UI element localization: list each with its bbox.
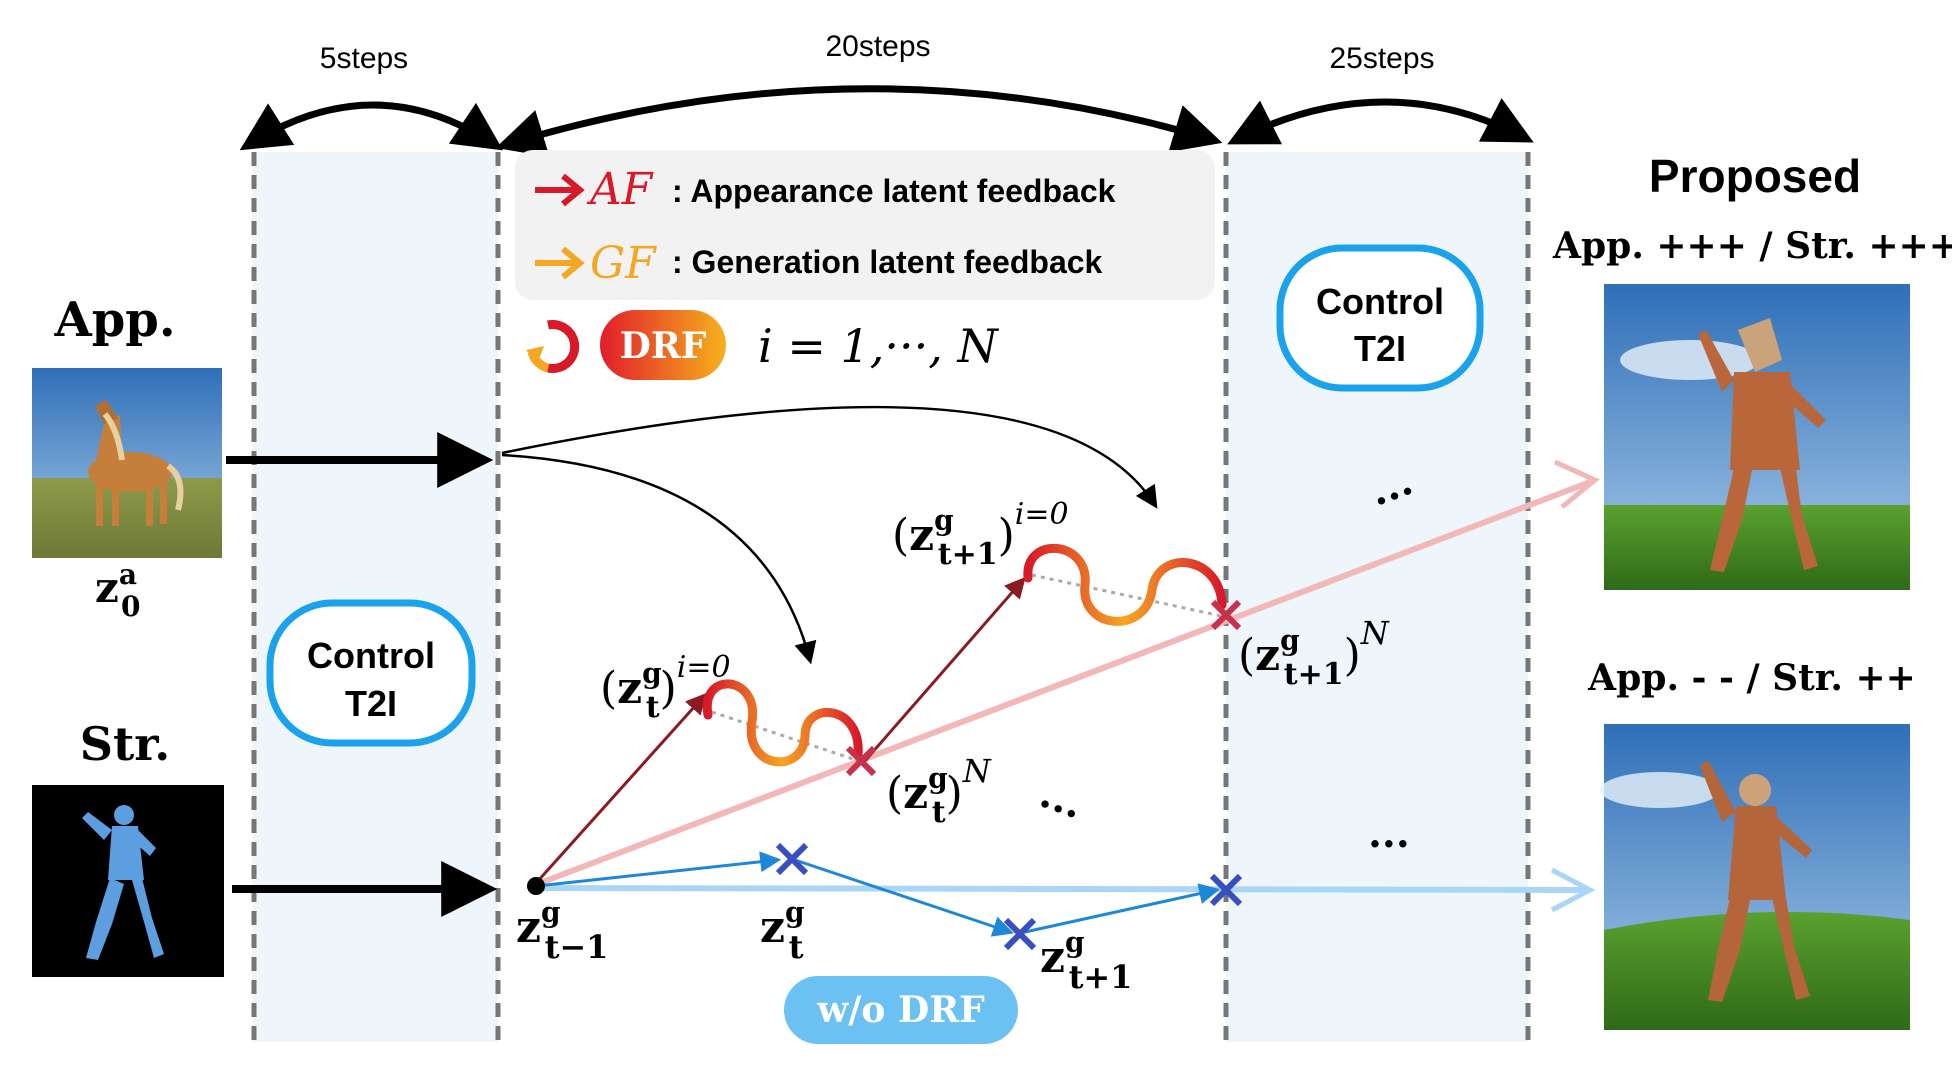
step-arcs [239, 85, 1534, 157]
baseline-trajectory [534, 885, 1586, 893]
blue-step-arrow-1 [536, 851, 782, 888]
control-t2i-left-line1: Control [307, 635, 435, 676]
structure-image [32, 785, 224, 977]
cross-blue-2 [1003, 917, 1037, 951]
ellipsis-middle: ··· [1030, 780, 1085, 838]
iteration-range: i = 1,···, N [758, 319, 999, 373]
control-t2i-block-right [1276, 244, 1484, 392]
output-image-baseline [1600, 724, 1910, 1030]
app-label: App. [53, 292, 175, 348]
baseline-output-arrowhead [1550, 867, 1596, 913]
str-label: Str. [80, 717, 171, 771]
steps-label-third: 25steps [1329, 42, 1434, 75]
blue-step-arrow-2 [794, 858, 1014, 937]
af-description: : Appearance latent feedback [672, 173, 1116, 209]
appearance-image [32, 368, 222, 558]
control-t2i-left-line2: T2I [345, 683, 397, 724]
proposed-trajectory [533, 479, 1592, 888]
cross-red-2 [1210, 599, 1242, 631]
wo-drf-badge [784, 976, 1018, 1044]
control-t2i-right-line1: Control [1316, 281, 1444, 322]
feedback-loops-lower [702, 679, 863, 767]
control-t2i-right-line2: T2I [1354, 328, 1406, 369]
steps-label-first: 5steps [320, 42, 408, 75]
blue-step-arrow-3 [1024, 883, 1221, 934]
wo-drf-label: w/o DRF [816, 989, 985, 1031]
start-latent-dot [527, 877, 545, 895]
ellipsis-lower: ··· [1368, 821, 1410, 868]
feedback-arrow-curve-a [501, 453, 817, 665]
control-t2i-block-left [266, 599, 476, 747]
gf-arrow-icon [535, 246, 585, 280]
drf-badge [600, 310, 726, 380]
feedback-arrow-curve-b [501, 405, 1158, 509]
legend-box [515, 150, 1215, 300]
band-first [252, 152, 498, 1042]
red-step-arrow-1 [535, 692, 707, 884]
af-symbol: AF [586, 164, 654, 215]
loop-dotted-guide-2 [1031, 573, 1227, 619]
proposed-bottom-caption: App. - - / Str. ++ [1587, 657, 1916, 699]
proposed-title: Proposed [1649, 150, 1861, 202]
proposed-top-caption: App. +++ / Str. +++ [1552, 225, 1952, 267]
proposed-output-arrowhead [1553, 459, 1600, 509]
af-arrow-icon [535, 173, 585, 207]
red-step-arrow-2 [862, 576, 1026, 763]
cross-red-1 [845, 745, 877, 777]
gf-symbol: GF [590, 238, 657, 289]
feedback-loops-upper [1023, 543, 1227, 626]
steps-label-second: 20steps [825, 30, 930, 63]
output-image-proposed [1604, 284, 1910, 590]
gf-description: : Generation latent feedback [672, 244, 1103, 280]
cross-blue-3 [1209, 873, 1243, 907]
cross-blue-1 [775, 842, 809, 876]
drf-badge-label: DRF [620, 325, 707, 367]
drf-loop-icon [526, 320, 580, 373]
